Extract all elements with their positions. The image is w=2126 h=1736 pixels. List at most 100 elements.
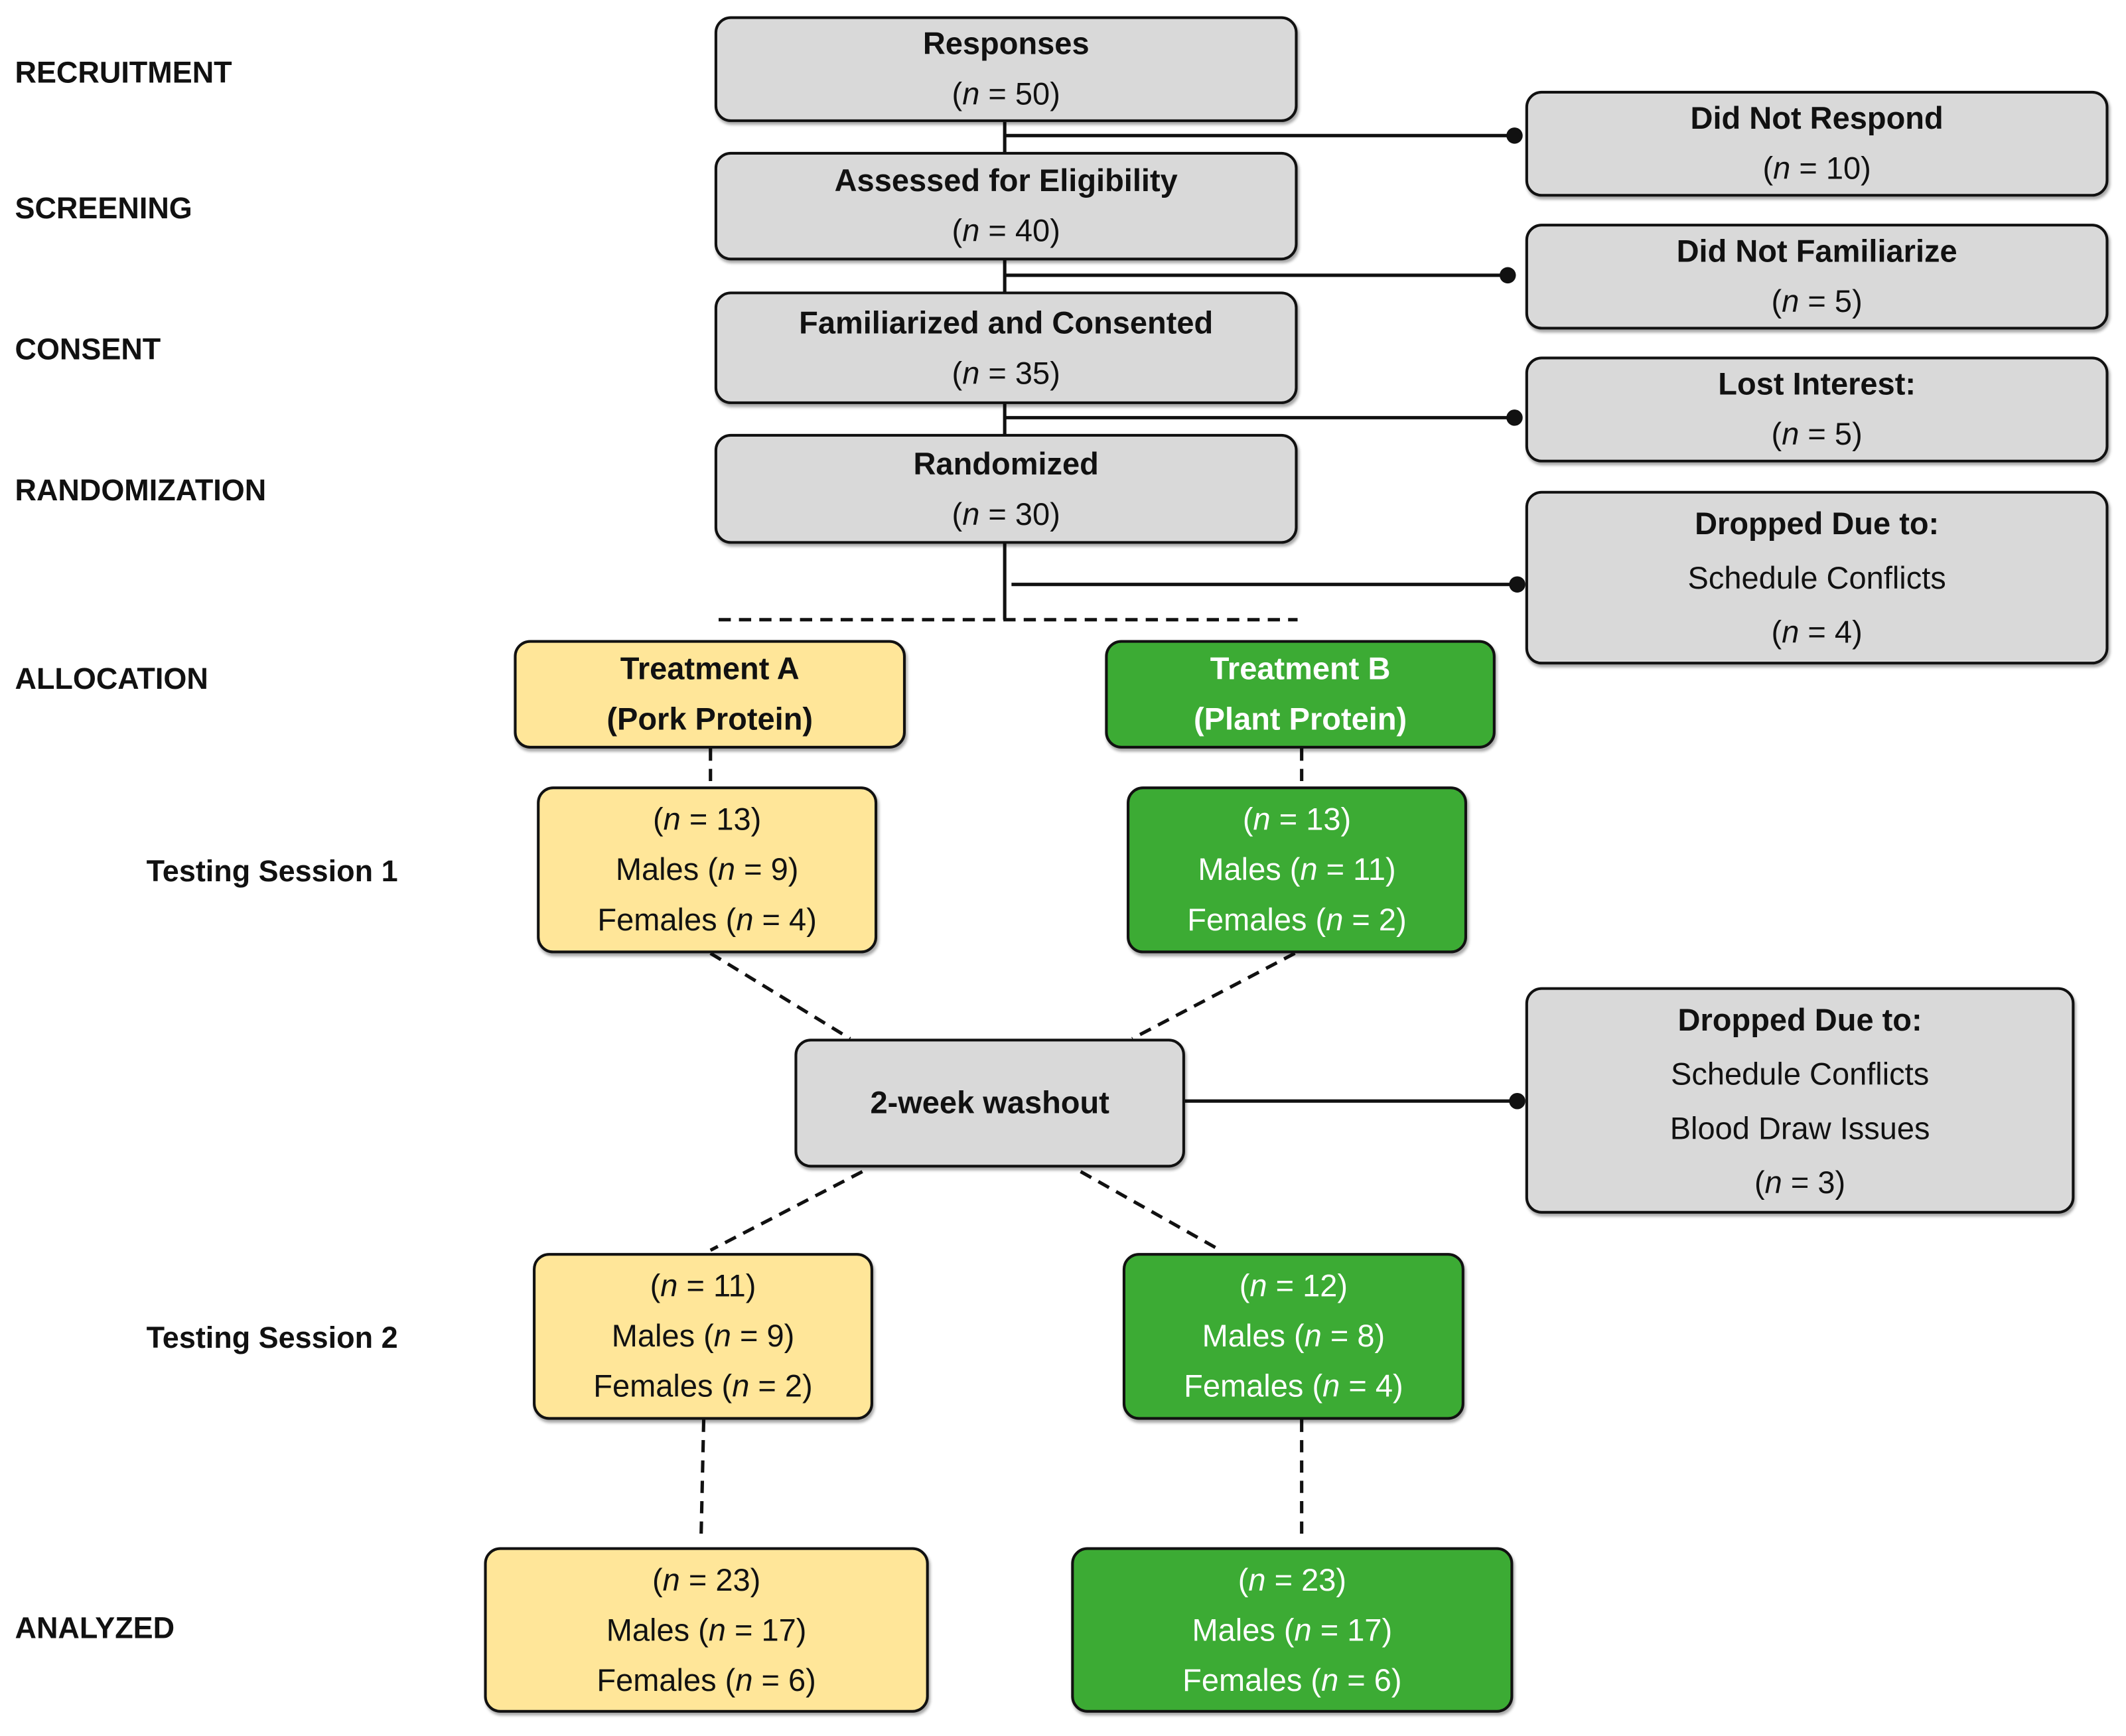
total-count: (n = 23) — [652, 1561, 761, 1597]
treatment-a-box: Treatment A (Pork Protein) — [514, 640, 906, 749]
analyzed-a-box: (n = 23) Males (n = 17) Females (n = 6) — [484, 1547, 929, 1713]
total-count: (n = 11) — [650, 1267, 756, 1303]
n-symbol: n — [1322, 1368, 1340, 1404]
box-title: 2-week washout — [870, 1084, 1109, 1120]
dashed-connector — [709, 952, 851, 1041]
females-count: Females (n = 4) — [597, 901, 817, 937]
dashed-connector — [699, 1419, 706, 1542]
box-count: (n = 10) — [1762, 150, 1871, 186]
n-symbol: n — [735, 1662, 753, 1698]
box-count: (n = 5) — [1771, 416, 1863, 452]
session2-a-box: (n = 11) Males (n = 9) Females (n = 2) — [533, 1253, 873, 1420]
no-response-box: Did Not Respond (n = 10) — [1525, 90, 2109, 197]
total-count: (n = 13) — [1242, 801, 1352, 837]
males-count: Males (n = 11) — [1198, 851, 1396, 887]
box-title: Lost Interest: — [1718, 366, 1916, 401]
dot-marker — [1509, 1092, 1525, 1110]
drop-reason: Blood Draw Issues — [1669, 1110, 1930, 1145]
n-symbol: n — [717, 851, 736, 887]
box-count: (n = 50) — [952, 76, 1060, 111]
n-symbol: n — [662, 1561, 680, 1597]
stage-label-session2: Testing Session 2 — [146, 1321, 398, 1355]
males-count: Males (n = 17) — [1192, 1611, 1393, 1647]
no-familiarize-box: Did Not Familiarize (n = 5) — [1525, 224, 2109, 330]
females-count: Females (n = 2) — [593, 1368, 813, 1404]
stage-label-analyzed: ANALYZED — [15, 1611, 175, 1645]
females-count: Females (n = 6) — [597, 1662, 816, 1698]
n-symbol: n — [1321, 1662, 1339, 1698]
session1-a-box: (n = 13) Males (n = 9) Females (n = 4) — [537, 786, 878, 954]
box-title: Treatment B — [1210, 650, 1391, 686]
drop-reason: Schedule Conflicts — [1687, 559, 1946, 596]
n-symbol: n — [1773, 150, 1791, 186]
n-symbol: n — [1249, 1267, 1267, 1303]
n-symbol: n — [663, 801, 681, 837]
consented-box: Familiarized and Consented (n = 35) — [714, 291, 1298, 404]
n-symbol: n — [736, 901, 754, 937]
males-count: Males (n = 8) — [1202, 1318, 1385, 1354]
box-count: (n = 30) — [952, 495, 1060, 531]
lost-interest-box: Lost Interest: (n = 5) — [1525, 356, 2109, 463]
box-title: Assessed for Eligibility — [834, 163, 1178, 198]
box-count: (n = 5) — [1771, 283, 1863, 319]
n-symbol: n — [1304, 1318, 1322, 1354]
stage-label-screening: SCREENING — [15, 191, 192, 226]
dashed-connector — [1080, 1170, 1222, 1252]
dot-marker — [1506, 409, 1523, 426]
stage-label-recruitment: RECRUITMENT — [15, 55, 232, 90]
dashed-connector — [1131, 952, 1296, 1041]
box-count: (n = 40) — [952, 212, 1060, 248]
box-title: Responses — [922, 25, 1090, 61]
males-count: Males (n = 9) — [611, 1318, 795, 1354]
box-title: Familiarized and Consented — [799, 304, 1214, 340]
box-title: Did Not Familiarize — [1676, 233, 1957, 269]
assessed-box: Assessed for Eligibility (n = 40) — [714, 151, 1298, 261]
n-symbol: n — [1782, 614, 1800, 650]
dashed-connector — [709, 1170, 863, 1252]
n-symbol: n — [1300, 851, 1318, 887]
box-count: (n = 35) — [952, 354, 1060, 390]
females-count: Females (n = 2) — [1187, 901, 1407, 937]
n-symbol: n — [962, 354, 980, 390]
n-symbol: n — [708, 1611, 726, 1647]
males-count: Males (n = 9) — [615, 851, 799, 887]
treatment-b-box: Treatment B (Plant Protein) — [1105, 640, 1496, 749]
washout-box: 2-week washout — [794, 1039, 1185, 1168]
n-symbol: n — [1294, 1611, 1312, 1647]
n-symbol: n — [1782, 283, 1800, 319]
box-title: Dropped Due to: — [1695, 506, 1940, 542]
session2-b-box: (n = 12) Males (n = 8) Females (n = 4) — [1122, 1253, 1464, 1420]
responses-box: Responses (n = 50) — [714, 16, 1298, 122]
box-count: (n = 4) — [1771, 614, 1863, 650]
n-symbol: n — [1248, 1561, 1266, 1597]
females-count: Females (n = 6) — [1182, 1662, 1402, 1698]
stage-label-consent: CONSENT — [15, 332, 161, 366]
box-subtitle: (Pork Protein) — [606, 701, 814, 737]
total-count: (n = 12) — [1239, 1267, 1348, 1303]
box-subtitle: (Plant Protein) — [1194, 701, 1407, 737]
randomized-box: Randomized (n = 30) — [714, 433, 1298, 544]
dropped2-box: Dropped Due to: Schedule Conflicts Blood… — [1525, 987, 2075, 1214]
n-symbol: n — [732, 1368, 750, 1404]
box-count: (n = 3) — [1754, 1164, 1846, 1200]
total-count: (n = 23) — [1238, 1561, 1347, 1597]
n-symbol: n — [962, 495, 980, 531]
box-title: Did Not Respond — [1690, 100, 1944, 136]
n-symbol: n — [962, 76, 980, 111]
males-count: Males (n = 17) — [606, 1611, 807, 1647]
stage-label-allocation: ALLOCATION — [15, 662, 208, 696]
n-symbol: n — [1782, 416, 1800, 452]
n-symbol: n — [1764, 1164, 1782, 1200]
analyzed-b-box: (n = 23) Males (n = 17) Females (n = 6) — [1071, 1547, 1514, 1713]
females-count: Females (n = 4) — [1184, 1368, 1403, 1404]
dot-marker — [1506, 127, 1523, 144]
box-title: Randomized — [913, 445, 1099, 481]
stage-label-session1: Testing Session 1 — [146, 854, 398, 889]
drop-reason: Schedule Conflicts — [1670, 1055, 1930, 1091]
total-count: (n = 13) — [652, 801, 762, 837]
n-symbol: n — [962, 212, 980, 248]
dot-marker — [1500, 267, 1516, 284]
n-symbol: n — [660, 1267, 678, 1303]
box-title: Treatment A — [620, 650, 800, 686]
